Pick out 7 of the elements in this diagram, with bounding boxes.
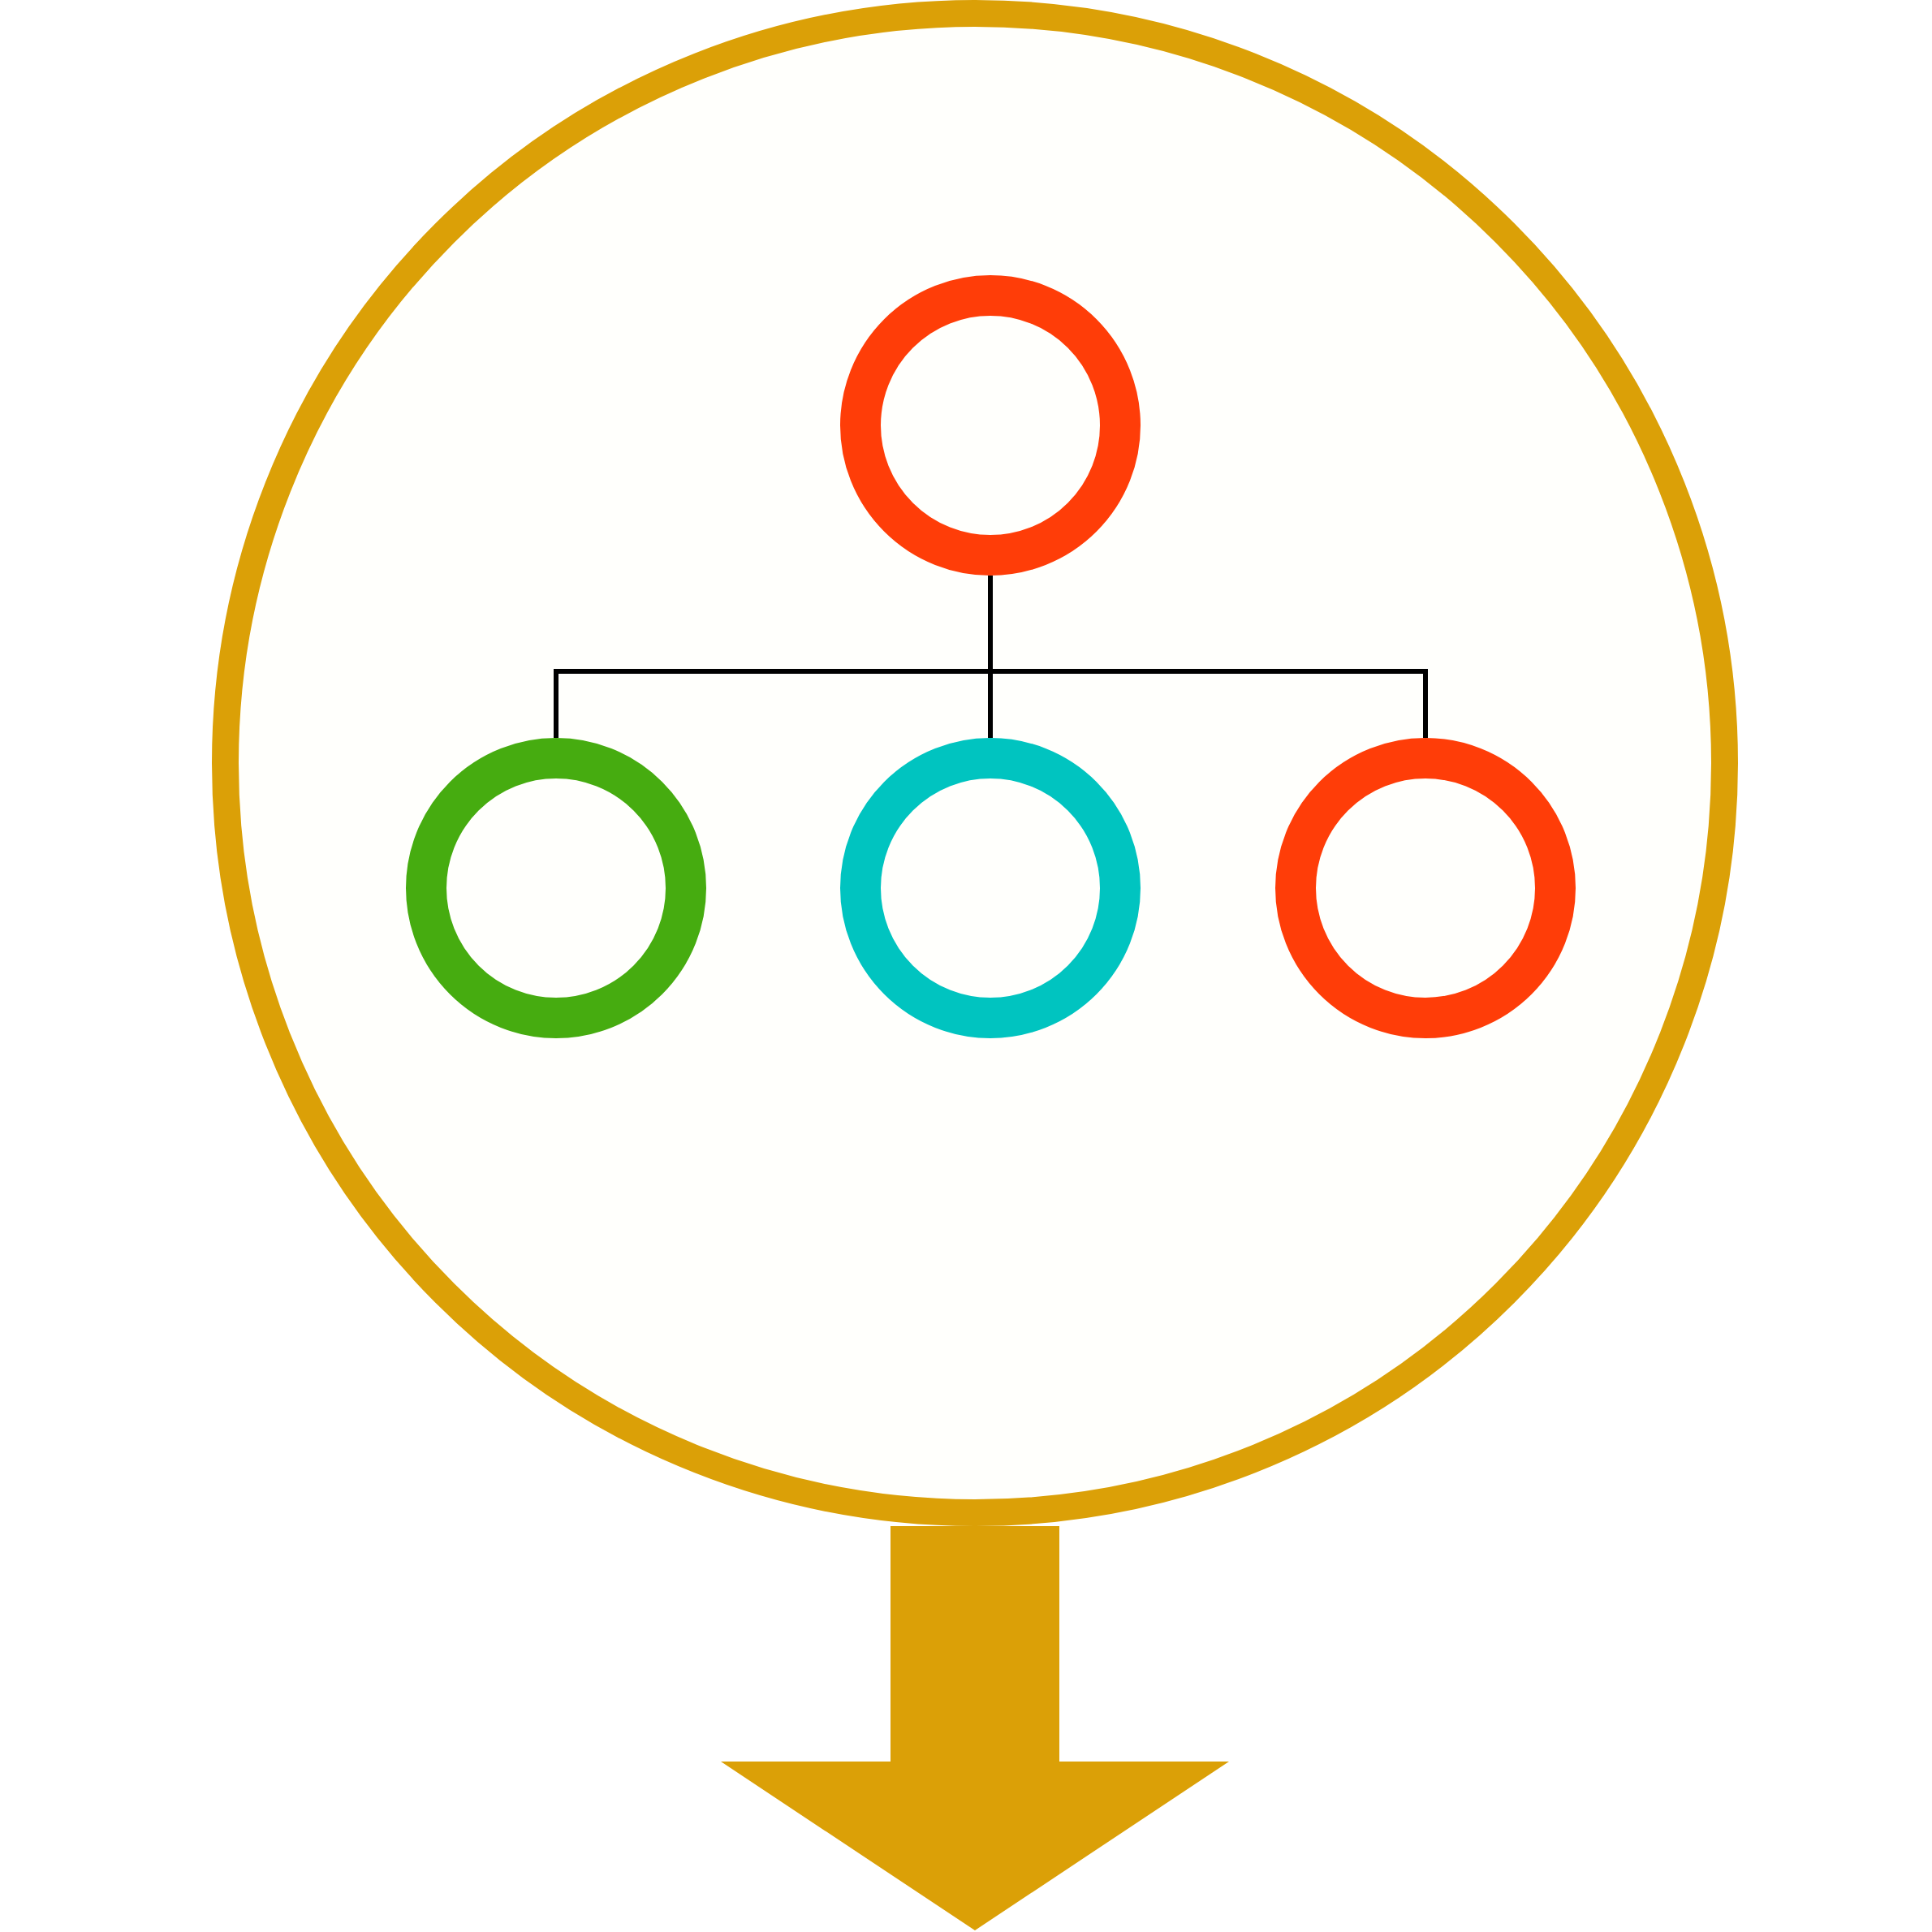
circle-node — [840, 738, 1141, 1038]
circle-node — [406, 738, 706, 1038]
block-arrow — [721, 1526, 1229, 1930]
connector-line — [988, 576, 1428, 738]
large-circle-frame — [212, 0, 1738, 1526]
circle-node — [1275, 738, 1576, 1038]
circle-node — [840, 275, 1141, 576]
